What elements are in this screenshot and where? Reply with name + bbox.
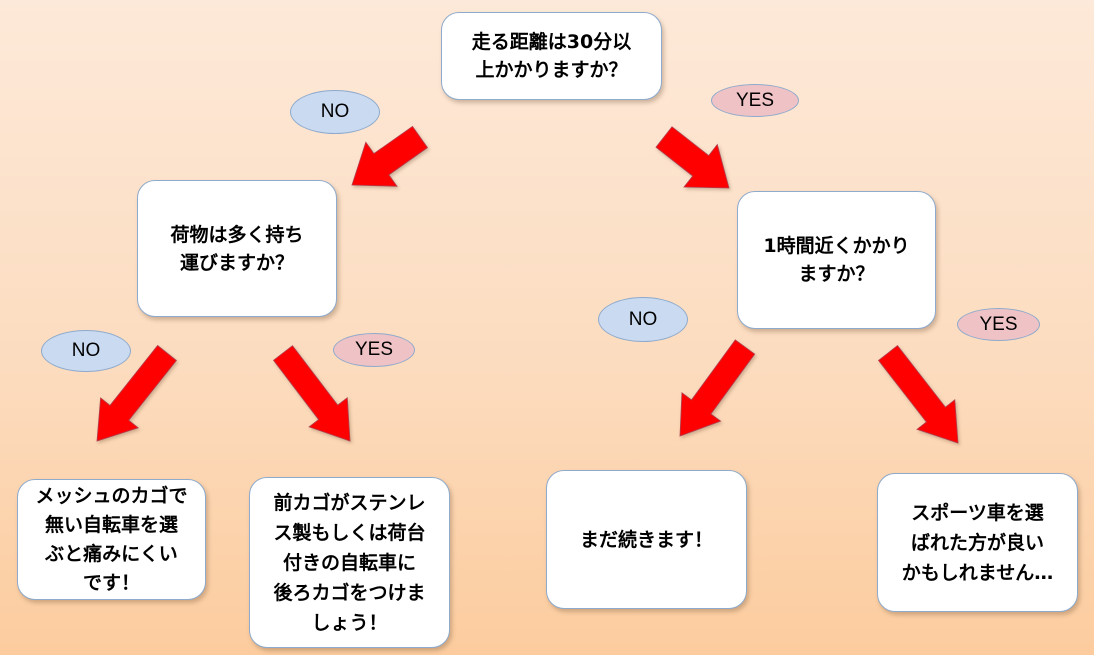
answer-node-sports-bike: スポーツ車を選 ばれた方が良い かもしれません… [877, 473, 1078, 612]
arrow-one-hour-to-sports [877, 345, 959, 444]
edge-label-no-root: NO [290, 90, 380, 134]
answer-node-stainless-basket: 前カゴがステンレ ス製もしくは荷台 付きの自転車に 後ろカゴをつけま しょう！ [249, 477, 450, 648]
arrow-root-to-luggage [351, 125, 429, 187]
answer-node-continue: まだ続きます！ [546, 470, 747, 609]
edge-label-yes-left: YES [333, 333, 415, 367]
arrow-root-to-one-hour [655, 126, 730, 189]
question-node-one-hour: 1時間近くかかり ますか？ [737, 191, 936, 329]
edge-label-yes-right: YES [957, 308, 1040, 341]
edge-label-no-left: NO [41, 330, 131, 372]
question-node-luggage: 荷物は多く持ち 運びますか？ [137, 180, 337, 317]
arrow-one-hour-to-continue [679, 339, 756, 437]
question-node-distance: 走る距離は30分以 上かかりますか？ [441, 12, 662, 100]
edge-label-no-right: NO [598, 297, 688, 342]
arrow-luggage-to-mesh [96, 344, 177, 442]
edge-label-yes-root: YES [711, 84, 799, 117]
answer-node-mesh-basket: メッシュのカゴで 無い自転車を選 ぶと痛みにくい です！ [17, 479, 206, 600]
arrow-luggage-to-stainless [272, 345, 351, 442]
